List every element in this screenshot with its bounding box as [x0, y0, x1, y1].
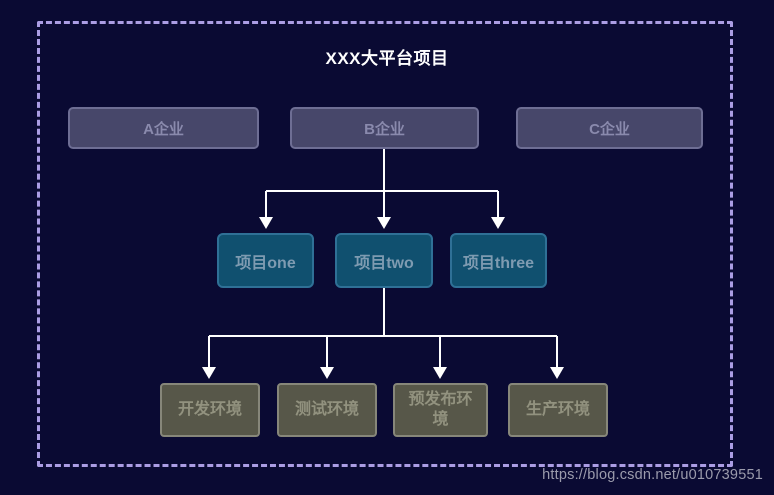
node-company-b: B企业 [290, 107, 479, 149]
node-env-production: 生产环境 [508, 383, 608, 437]
node-project-one: 项目one [217, 233, 314, 288]
node-label: B企业 [364, 120, 405, 138]
node-label: 测试环境 [294, 401, 359, 418]
connector-projects-to-environments [208, 288, 558, 368]
watermark-url: https://blog.csdn.net/u010739551 [542, 467, 763, 483]
node-project-three: 项目three [450, 233, 547, 288]
arrowhead-icon [202, 367, 216, 379]
arrowhead-icon [377, 217, 391, 229]
node-label: A企业 [143, 120, 184, 138]
node-label: 生产环境 [525, 401, 590, 418]
arrowhead-icon [259, 217, 273, 229]
node-label: 预发布环境 [408, 391, 473, 428]
node-label: 项目three [462, 254, 535, 272]
node-company-a: A企业 [68, 107, 259, 149]
node-env-prerelease: 预发布环境 [393, 383, 488, 437]
connector-companies-to-projects [265, 148, 499, 218]
node-label: 项目one [235, 254, 296, 272]
node-label: C企业 [589, 120, 630, 138]
arrowhead-icon [550, 367, 564, 379]
node-env-dev: 开发环境 [160, 383, 260, 437]
node-company-c: C企业 [516, 107, 703, 149]
arrowhead-icon [491, 217, 505, 229]
arrowhead-icon [320, 367, 334, 379]
node-label: 开发环境 [177, 401, 242, 418]
node-env-test: 测试环境 [277, 383, 377, 437]
dashed-border-frame [37, 21, 733, 467]
node-label: 项目two [354, 254, 414, 272]
arrowhead-icon [433, 367, 447, 379]
node-project-two: 项目two [335, 233, 433, 288]
diagram-title: XXX大平台项目 [325, 49, 449, 68]
